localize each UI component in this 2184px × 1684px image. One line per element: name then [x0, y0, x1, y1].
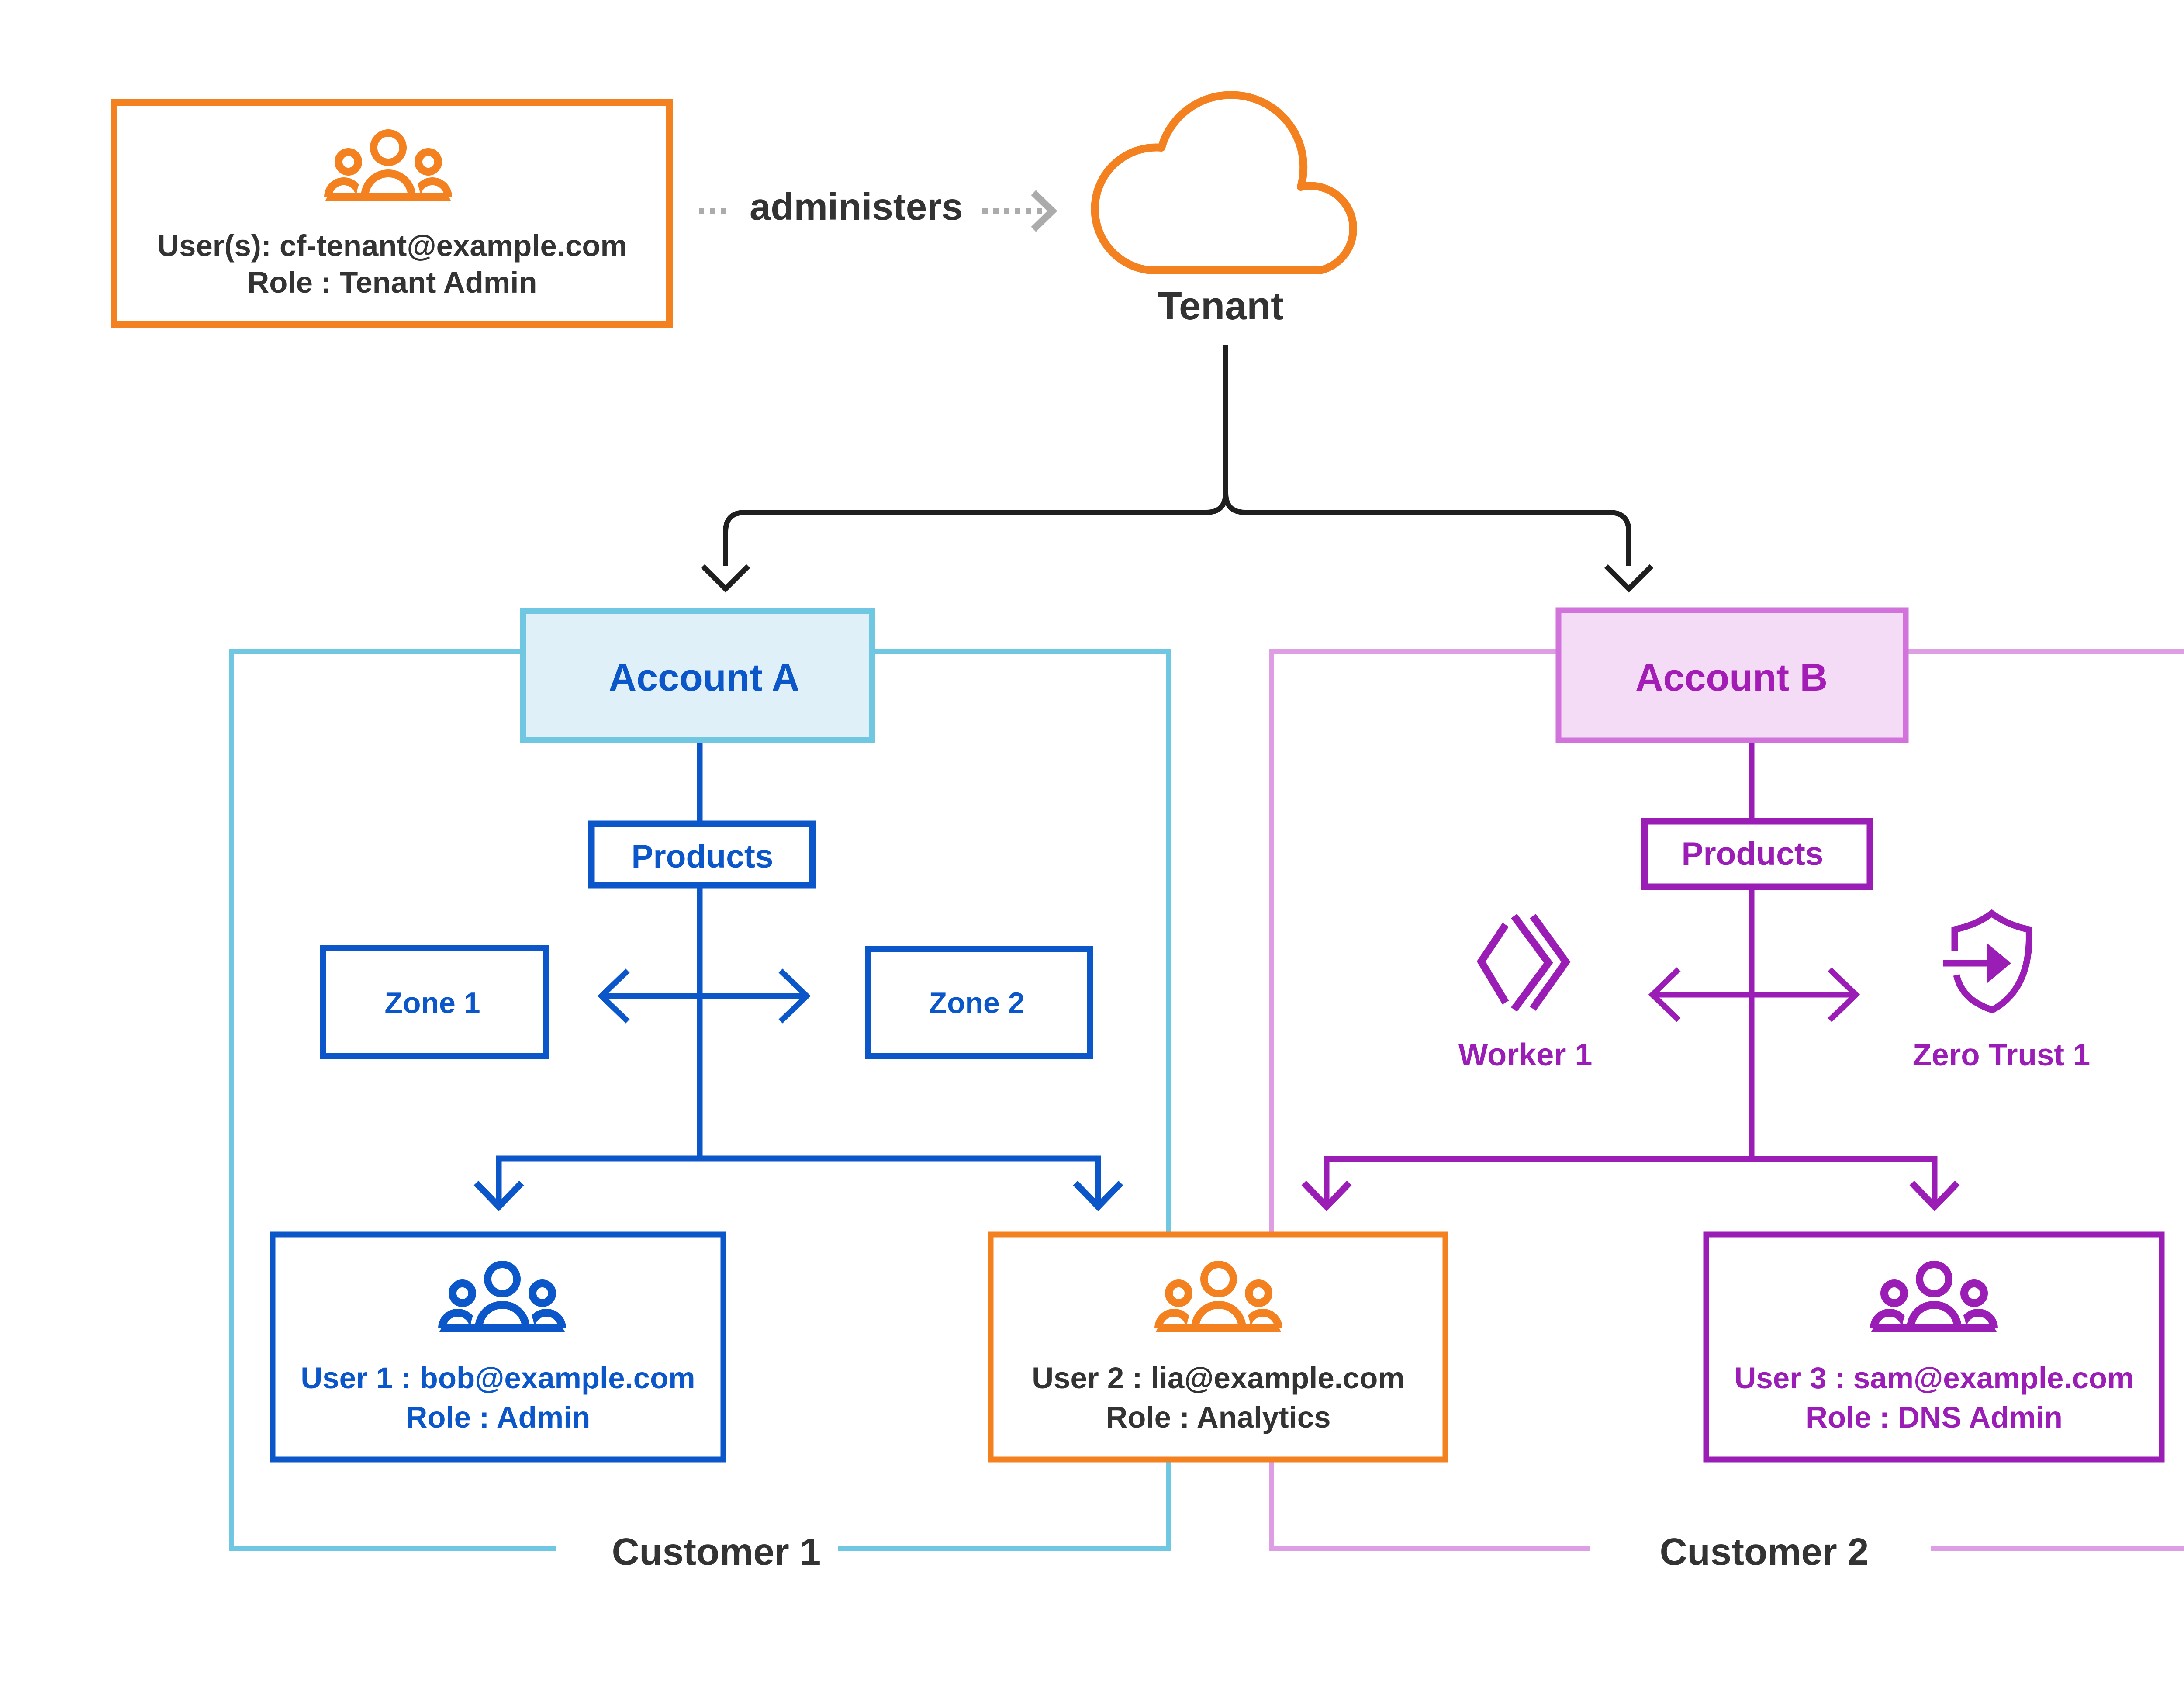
svg-text:Role : DNS Admin: Role : DNS Admin	[1806, 1400, 2063, 1434]
svg-text:Zone 2: Zone 2	[929, 986, 1024, 1020]
svg-text:Account A: Account A	[609, 656, 800, 699]
svg-text:Zero Trust 1: Zero Trust 1	[1913, 1038, 2090, 1072]
svg-text:Worker 1: Worker 1	[1458, 1037, 1593, 1072]
svg-text:Products: Products	[631, 838, 773, 875]
svg-text:administers: administers	[750, 186, 963, 228]
svg-text:Role : Admin: Role : Admin	[406, 1400, 591, 1434]
svg-text:Zone 1: Zone 1	[384, 986, 480, 1020]
svg-text:Customer 1: Customer 1	[612, 1531, 821, 1573]
svg-text:Products: Products	[1681, 835, 1823, 872]
svg-text:User(s): cf-tenant@example.com: User(s): cf-tenant@example.com	[157, 229, 627, 263]
svg-text:User 1 : bob@example.com: User 1 : bob@example.com	[301, 1361, 695, 1395]
svg-text:Role : Tenant Admin: Role : Tenant Admin	[247, 266, 537, 299]
svg-text:Role : Analytics: Role : Analytics	[1106, 1400, 1330, 1434]
svg-text:Account B: Account B	[1635, 656, 1828, 699]
svg-text:Customer 2: Customer 2	[1660, 1531, 1869, 1573]
svg-text:User 2 : lia@example.com: User 2 : lia@example.com	[1032, 1361, 1405, 1395]
svg-text:User 3 : sam@example.com: User 3 : sam@example.com	[1735, 1361, 2134, 1395]
svg-text:Tenant: Tenant	[1158, 284, 1284, 328]
